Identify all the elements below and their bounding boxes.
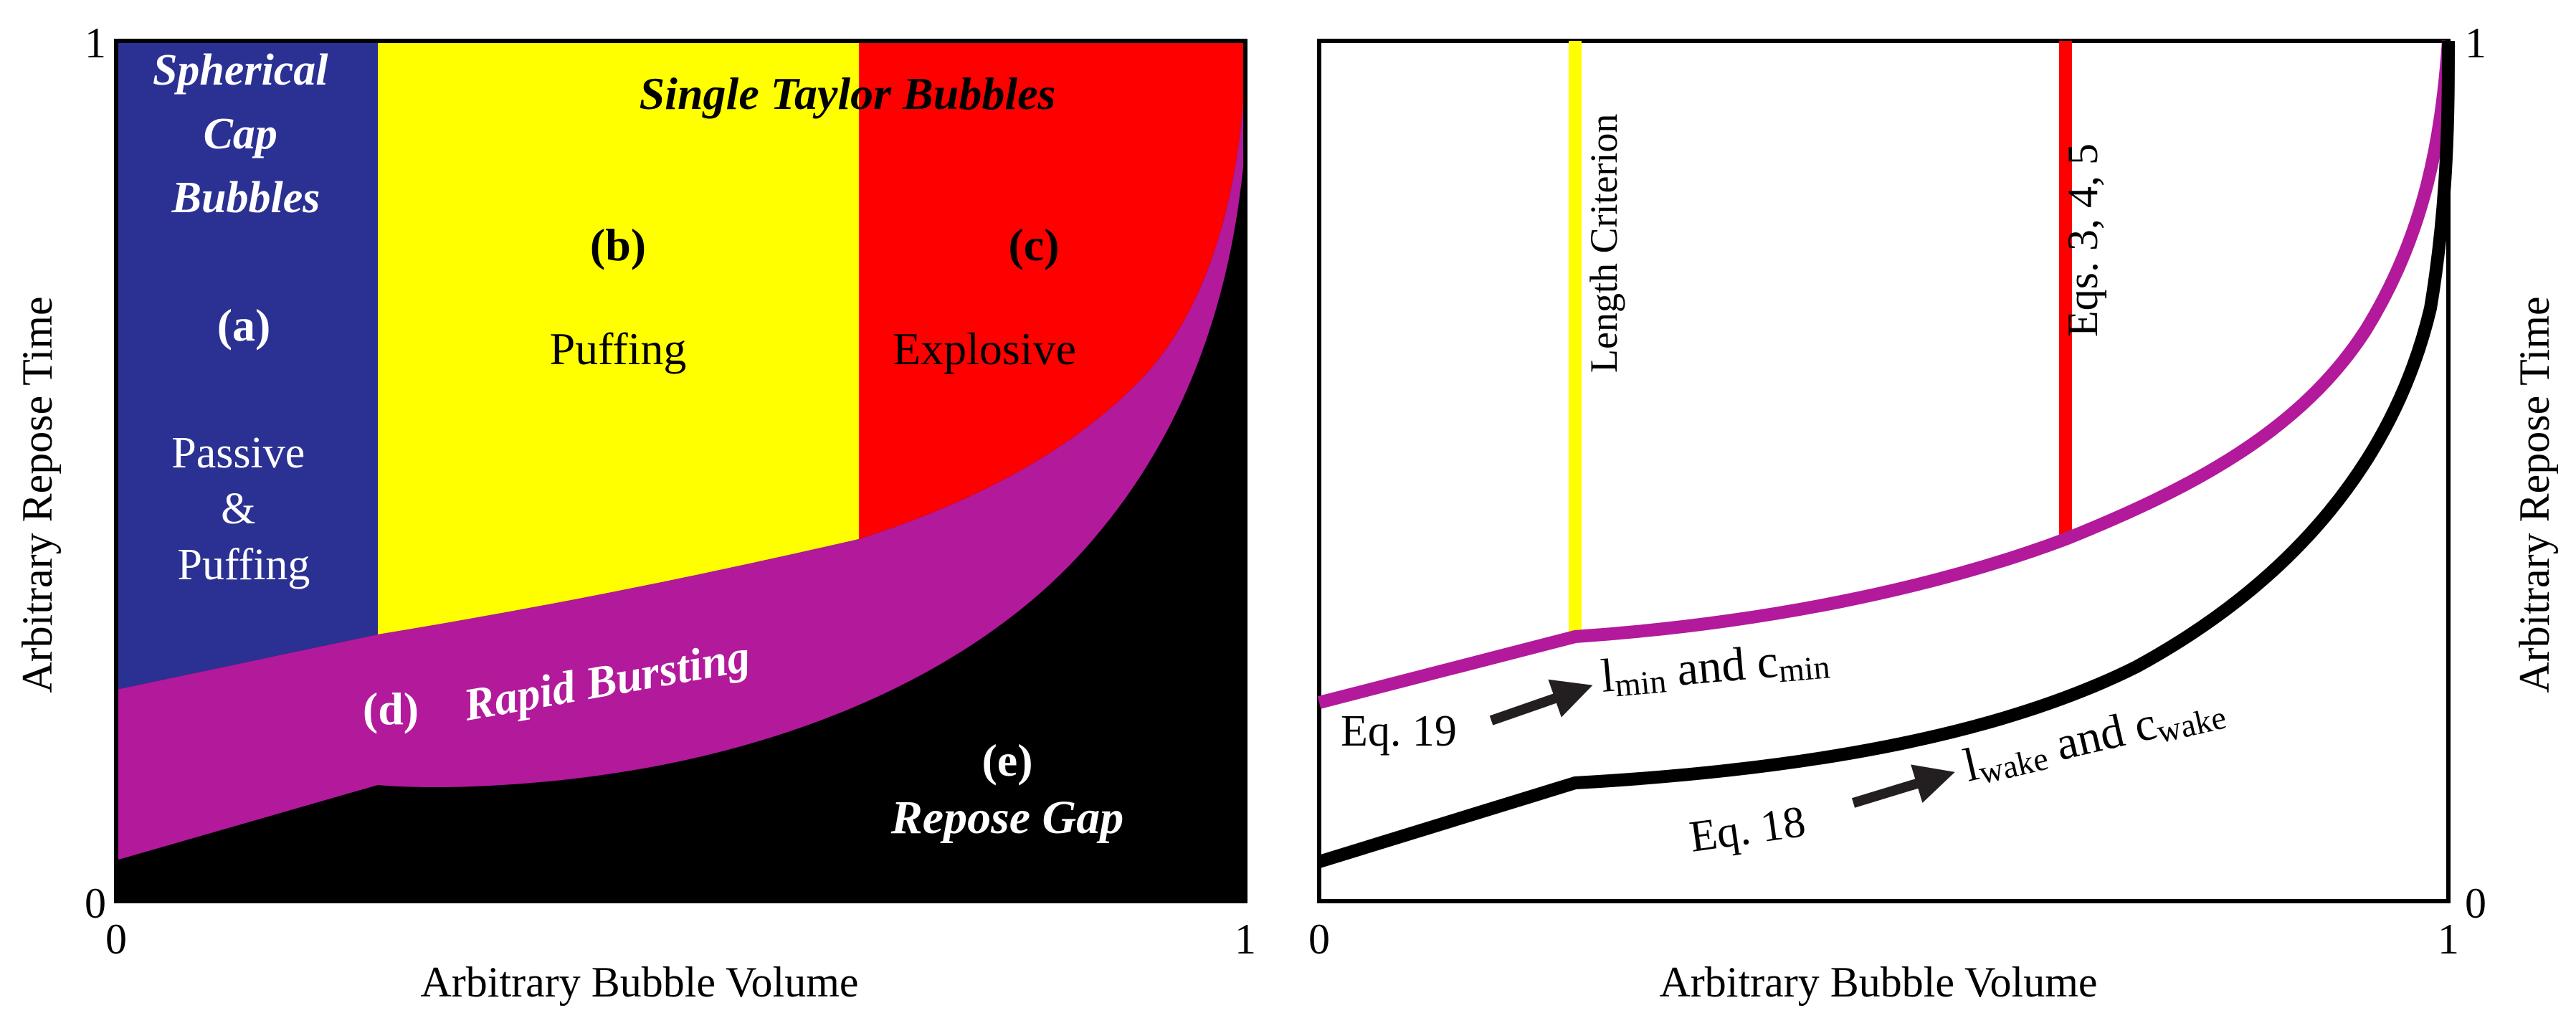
left-panel: Spherical Cap Bubbles Single Taylor Bubb… <box>14 19 1256 1006</box>
right-plot-frame <box>1317 39 2451 903</box>
left-y-tick-bottom: 0 <box>85 880 106 927</box>
region-c-letter: (c) <box>1008 219 1059 270</box>
region-d-rapid-bursting <box>116 41 1245 860</box>
right-y-tick-top: 1 <box>2465 19 2486 67</box>
region-c-label: Explosive <box>893 323 1076 374</box>
region-b-puffing <box>378 41 859 634</box>
eq-19-arrow <box>1489 679 1593 726</box>
eq-19-label: Eq. 19 <box>1341 707 1457 756</box>
eq-18-arrow <box>1851 764 1955 808</box>
left-x-tick-left: 0 <box>105 915 127 963</box>
right-y-tick-bottom: 0 <box>2465 880 2486 927</box>
left-plot-frame <box>114 39 1247 903</box>
region-b-letter: (b) <box>590 219 646 270</box>
right-panel: Length Criterion Eqs. 3, 4, 5 Eq. 19 lmi… <box>1308 19 2558 1006</box>
single-taylor-header: Single Taylor Bubbles <box>640 68 1056 119</box>
region-a-passive-puffing <box>116 41 378 690</box>
right-x-tick-left: 0 <box>1308 915 1330 963</box>
length-criterion-label: Length Criterion <box>1582 114 1625 373</box>
region-a-letter: (a) <box>217 300 271 351</box>
left-y-tick-top: 1 <box>85 19 106 67</box>
lmin-cmin-label: lmin and cmin <box>1599 630 1831 705</box>
lmin-cmin-curve <box>1317 40 2455 709</box>
eqs-3-4-5-label: Eqs. 3, 4, 5 <box>2059 143 2106 337</box>
right-y-axis-label: Arbitrary Repose Time <box>2511 296 2558 693</box>
right-x-axis-label: Arbitrary Bubble Volume <box>1659 959 2097 1006</box>
spherical-cap-header: Spherical Cap Bubbles <box>153 46 339 222</box>
right-x-tick-right: 1 <box>2438 915 2459 963</box>
left-x-axis-label: Arbitrary Bubble Volume <box>420 959 858 1006</box>
lwake-cwake-curve <box>1317 40 2455 868</box>
region-b-label: Puffing <box>550 323 687 374</box>
region-e-label: Repose Gap <box>890 791 1123 844</box>
left-y-axis-label: Arbitrary Repose Time <box>14 296 61 693</box>
region-c-explosive <box>859 41 1245 539</box>
region-e-letter: (e) <box>982 735 1032 786</box>
left-x-tick-right: 1 <box>1235 915 1256 963</box>
region-a-label: Passive & Puffing <box>171 429 316 589</box>
region-d-letter: (d) <box>363 683 419 734</box>
